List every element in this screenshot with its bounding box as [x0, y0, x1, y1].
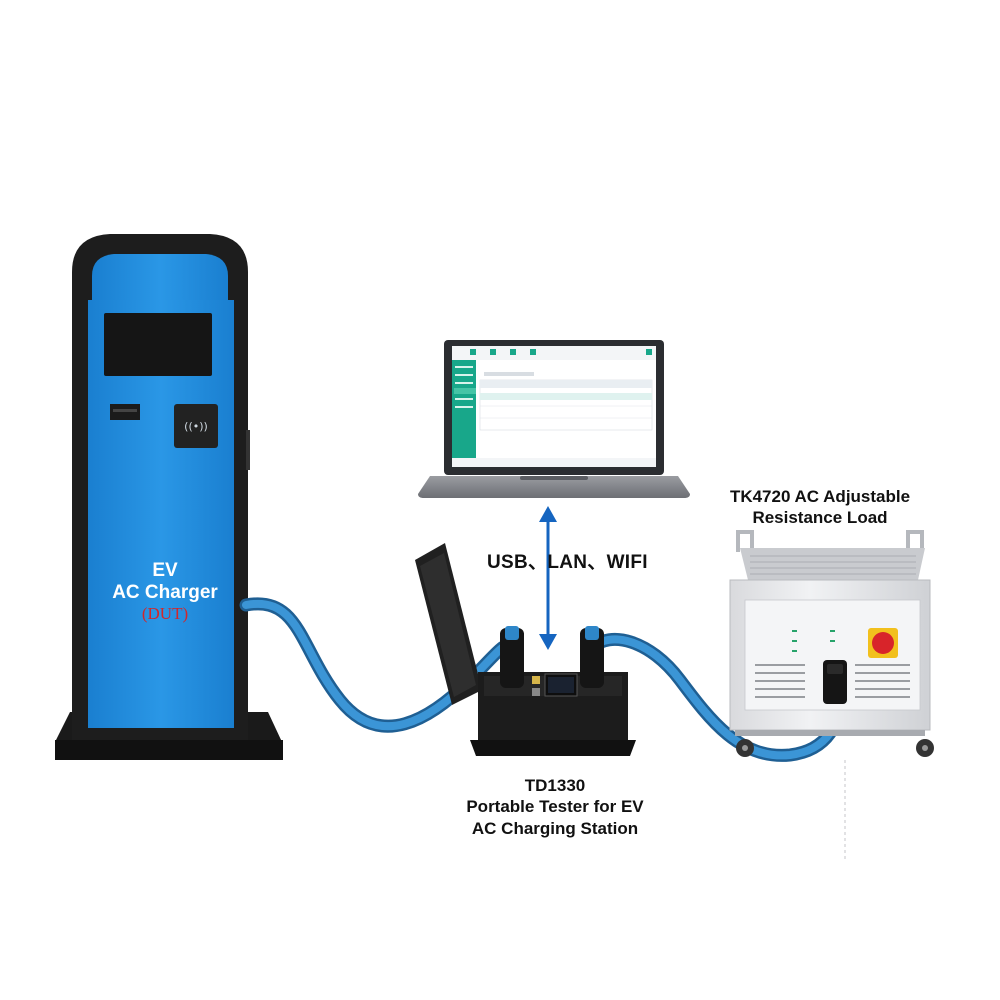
load-label-line1: TK4720 AC Adjustable: [729, 487, 911, 506]
ev-charger: ((•)): [55, 234, 283, 760]
double-arrow-icon: [539, 506, 557, 650]
load-label-line2: Resistance Load: [752, 508, 888, 528]
svg-text:((•)): ((•)): [184, 420, 208, 433]
tester-socket-left: [500, 628, 524, 688]
laptop: [418, 340, 690, 498]
resistance-load: [729, 530, 934, 860]
load-label: TK4720 AC Adjustable Resistance Load: [700, 486, 940, 529]
contactless-icon: [174, 404, 218, 448]
emergency-stop-button: [872, 632, 894, 654]
app-sidebar: [452, 360, 476, 458]
dut-label: (DUT): [141, 603, 189, 623]
ev-charger-label-line1: EV: [152, 560, 178, 581]
laptop-base: [418, 476, 690, 498]
tester-socket-right: [580, 628, 604, 688]
tester-desc-line2: AC Charging Station: [471, 818, 639, 838]
tester-desc-line1: Portable Tester for EV: [466, 797, 644, 817]
tester-model: TD1330: [524, 776, 586, 795]
charging-cables: [239, 597, 847, 762]
charger-screen: [104, 313, 212, 376]
ev-charger-label: EV AC Charger (DUT): [95, 560, 235, 623]
ev-charger-label-line2: AC Charger: [112, 581, 218, 603]
portable-tester: [415, 543, 636, 756]
connection-label: USB、LAN、WIFI: [487, 552, 648, 573]
tester-label: TD1330 Portable Tester for EV AC Chargin…: [430, 775, 680, 839]
load-top-grille: [740, 548, 925, 580]
app-table: [479, 379, 653, 431]
